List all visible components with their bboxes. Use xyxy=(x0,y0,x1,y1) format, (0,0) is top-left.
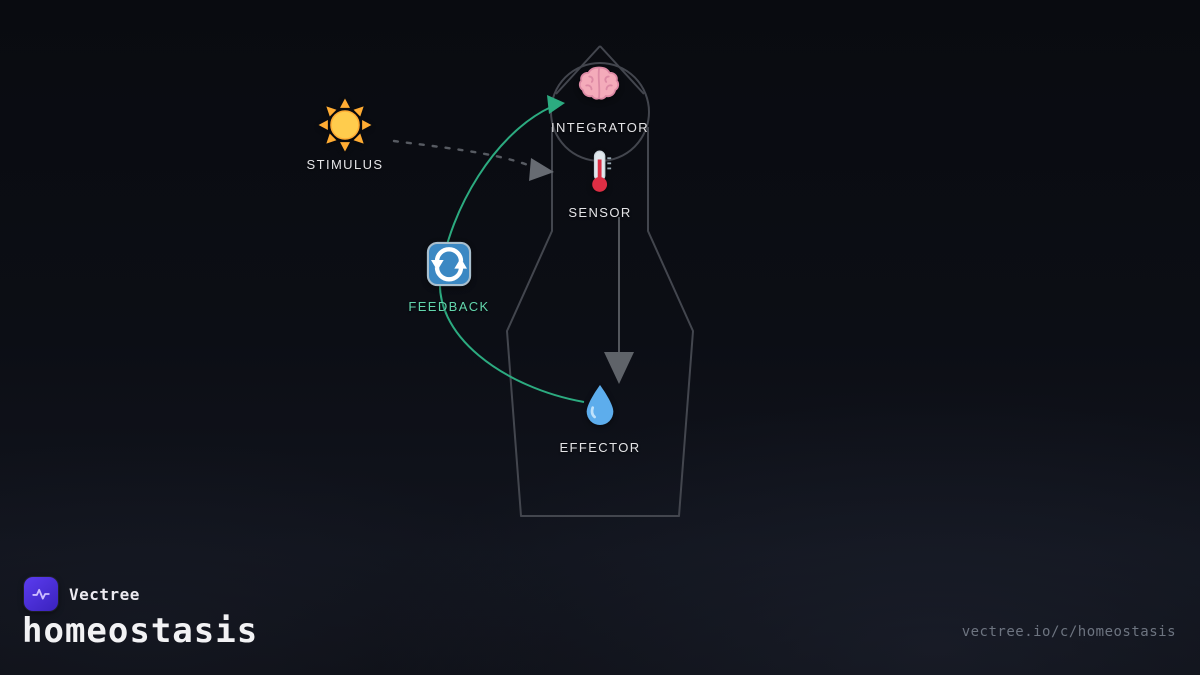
thermometer-icon xyxy=(576,148,622,194)
brain-icon xyxy=(572,60,626,114)
sensor-label: SENSOR xyxy=(568,205,632,220)
effector-label: EFFECTOR xyxy=(559,440,641,455)
page-title: homeostasis xyxy=(22,611,259,651)
sun-icon xyxy=(317,97,373,153)
stimulus-label: STIMULUS xyxy=(306,157,384,172)
feedback-label: FEEDBACK xyxy=(408,299,490,314)
vectree-logo xyxy=(24,577,58,611)
feedback-arrowhead xyxy=(547,95,565,114)
droplet-icon xyxy=(576,381,624,429)
brand-row: Vectree xyxy=(24,577,140,611)
stimulus-arrowhead xyxy=(529,158,554,181)
brand-name: Vectree xyxy=(69,584,140,604)
sensor-to-effector-arrow xyxy=(604,217,634,384)
stimulus-to-sensor-arrow xyxy=(392,139,554,181)
counterclockwise-arrows-icon xyxy=(425,240,473,288)
integrator-label: INTEGRATOR xyxy=(550,120,650,135)
page-url: vectree.io/c/homeostasis xyxy=(961,624,1176,640)
waveform-icon xyxy=(32,588,50,600)
response-arrowhead xyxy=(604,352,634,384)
